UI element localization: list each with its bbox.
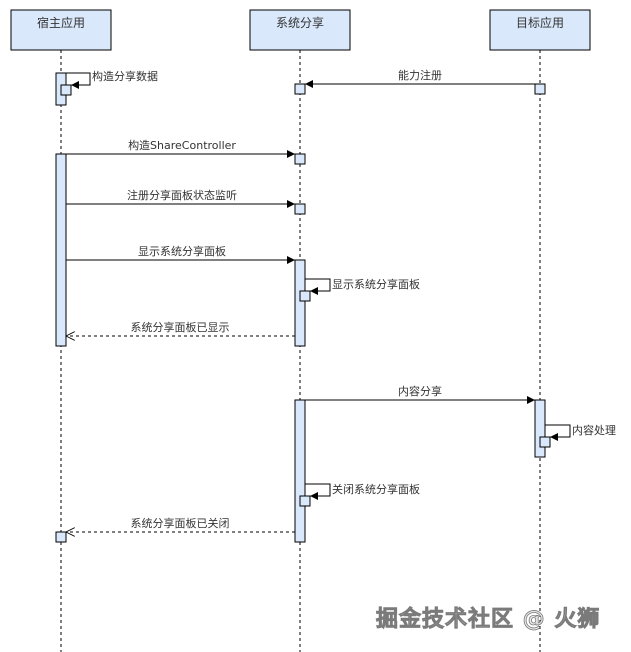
activation-target-2	[534, 399, 546, 458]
message-content-process-self: 内容处理	[545, 423, 616, 441]
participant-system: 系统分享	[249, 9, 351, 51]
message-label: 系统分享面板已显示	[131, 320, 230, 334]
watermark: 掘金技术社区 @ 火狮	[376, 606, 600, 632]
message-label: 能力注册	[398, 68, 442, 82]
message-label: 构造分享数据	[92, 69, 158, 83]
message-register-panel-listener: 注册分享面板状态监听	[66, 188, 295, 208]
participant-target: 目标应用	[489, 9, 591, 51]
activation-system-1	[294, 83, 306, 95]
message-label: 关闭系统分享面板	[332, 482, 420, 496]
message-capability-register: 能力注册	[305, 68, 535, 88]
activation-system-4-self	[299, 290, 311, 302]
participant-target-label: 目标应用	[516, 15, 564, 30]
message-label: 系统分享面板已关闭	[131, 516, 230, 530]
participant-host: 宿主应用	[10, 9, 112, 51]
activation-host-3	[55, 531, 67, 543]
message-label: 内容分享	[398, 384, 442, 398]
message-panel-closed-return: 系统分享面板已关闭	[66, 516, 295, 532]
activation-system-2	[294, 153, 306, 165]
message-label: 显示系统分享面板	[332, 277, 420, 291]
message-content-share: 内容分享	[305, 384, 535, 404]
message-panel-shown-return: 系统分享面板已显示	[66, 320, 295, 336]
message-system-show-panel-self: 显示系统分享面板	[305, 277, 420, 295]
activation-system-5	[294, 399, 306, 543]
activation-target-2-self	[539, 436, 551, 448]
activation-host-2	[55, 153, 67, 347]
activation-system-5-self	[299, 495, 311, 507]
activation-system-3	[294, 203, 306, 215]
activation-system-4	[294, 259, 306, 347]
message-label: 显示系统分享面板	[138, 244, 226, 258]
message-construct-share-data: 构造分享数据	[66, 69, 158, 89]
message-label: 注册分享面板状态监听	[127, 188, 237, 202]
participant-host-label: 宿主应用	[37, 15, 85, 30]
message-label: 构造ShareController	[128, 138, 236, 152]
message-close-panel-self: 关闭系统分享面板	[305, 482, 420, 500]
message-label: 内容处理	[572, 423, 616, 437]
message-show-share-panel: 显示系统分享面板	[66, 244, 295, 264]
participant-system-label: 系统分享	[276, 15, 324, 30]
activation-host-1-self	[60, 84, 72, 96]
activation-target-1	[534, 83, 546, 95]
message-construct-share-controller: 构造ShareController	[66, 138, 295, 158]
